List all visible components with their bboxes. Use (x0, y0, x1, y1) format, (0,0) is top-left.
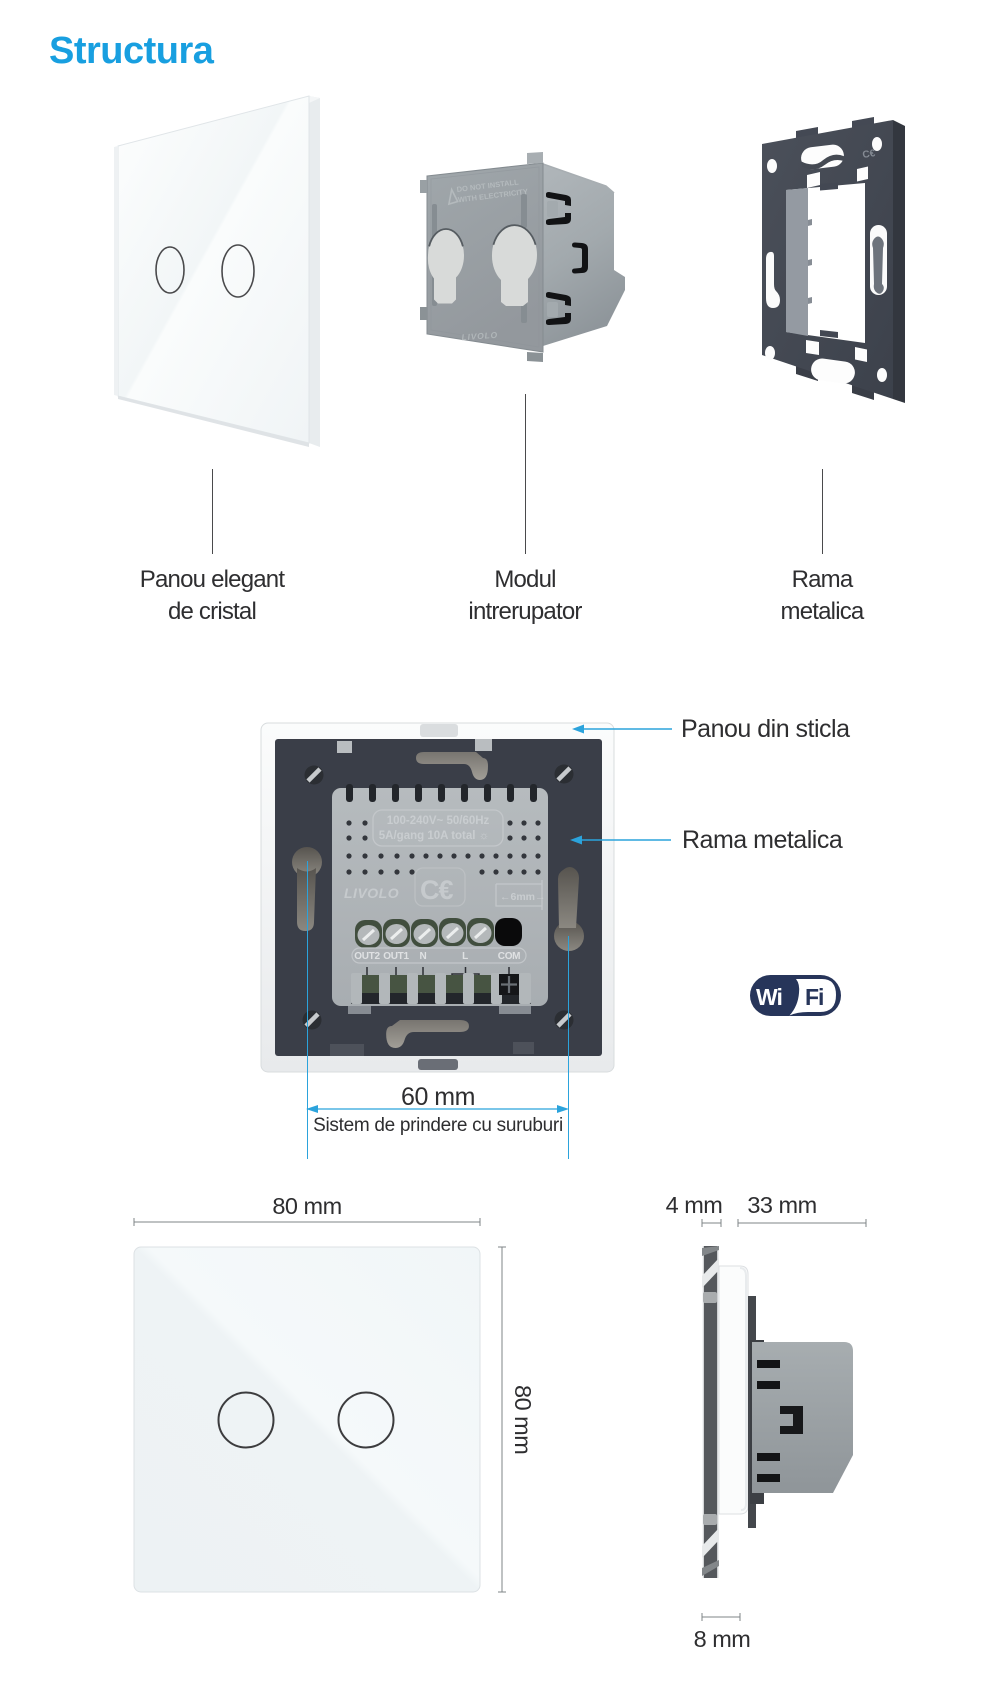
svg-text:OUT2: OUT2 (354, 951, 380, 962)
svg-text:LIVOLO: LIVOLO (344, 885, 399, 901)
svg-text:5A/gang 10A total ☼: 5A/gang 10A total ☼ (379, 830, 489, 842)
svg-text:←6mm→: ←6mm→ (500, 891, 546, 903)
svg-text:C€: C€ (420, 875, 453, 905)
svg-text:OUT1: OUT1 (383, 951, 409, 962)
svg-text:N: N (420, 951, 427, 962)
svg-text:Wi: Wi (756, 984, 782, 1010)
svg-text:L: L (462, 951, 468, 962)
svg-text:LIVOLO: LIVOLO (461, 330, 498, 343)
svg-text:100-240V~ 50/60Hz: 100-240V~ 50/60Hz (387, 815, 490, 827)
svg-text:COM: COM (498, 951, 520, 962)
svg-text:C€: C€ (862, 148, 877, 161)
svg-text:Fi: Fi (805, 984, 823, 1010)
